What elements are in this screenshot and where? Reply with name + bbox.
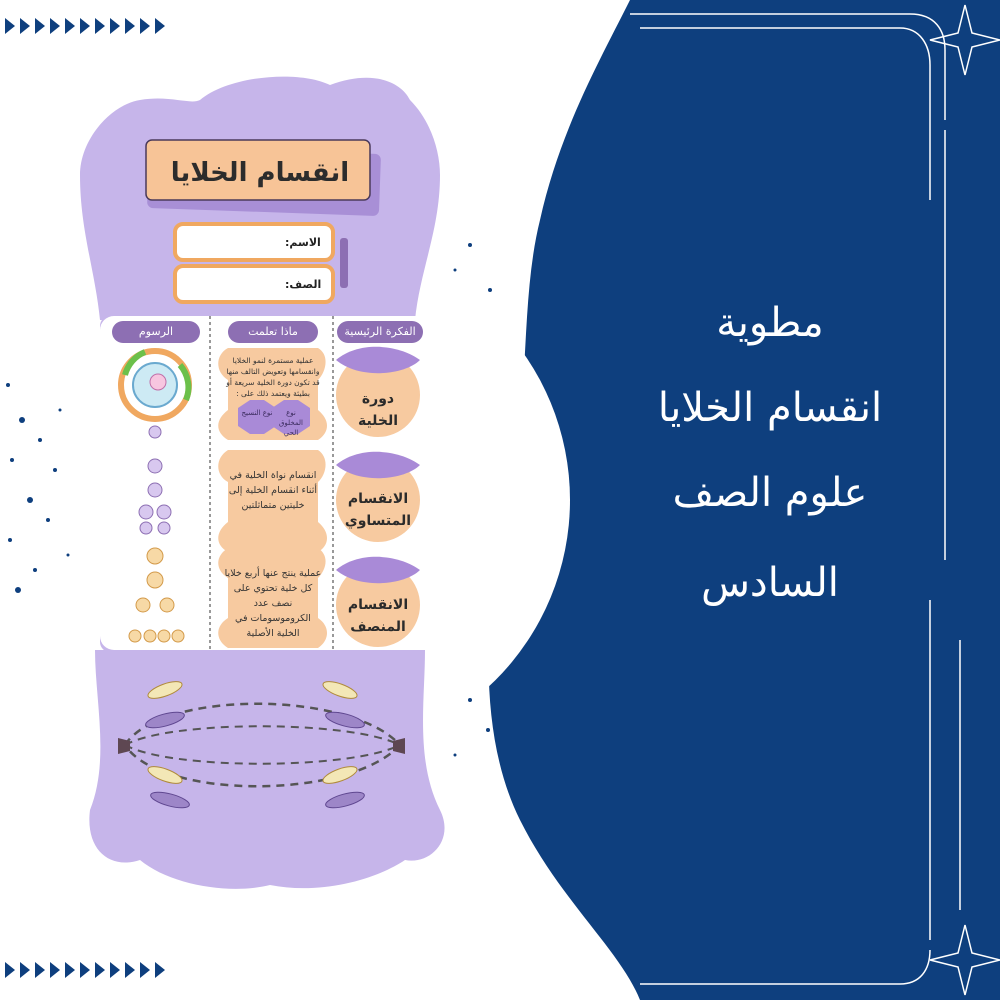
idea-circle-2 [336, 458, 420, 542]
idea-meiosis: الانقسام المنصف [347, 597, 409, 635]
column-head-learned: ماذا تعلمت [228, 321, 318, 343]
hex-text-right: نوع المخلوق الحي [278, 409, 303, 437]
spindle-drawing [118, 681, 405, 809]
name-field-label: الاسم: [285, 236, 321, 249]
triangle-strip-top [5, 18, 165, 34]
mitosis-drawing [138, 425, 172, 535]
cell-cycle-drawing [118, 348, 192, 422]
title-banner [145, 139, 371, 201]
dot-scatter-left [6, 383, 70, 593]
idea-mitosis: الانقسام المتساوي [344, 491, 412, 529]
navy-panel [488, 0, 1000, 1000]
learned-cell-2 [218, 450, 327, 552]
column-head-drawings: الرسوم [112, 321, 200, 343]
learned-cell-3 [218, 548, 327, 648]
cover-line-3: علوم الصف [672, 470, 868, 516]
cover-line-4: السادس [701, 560, 839, 606]
learned-text-3: عملية ينتج عنها أربع خلايا كل خلية تحتوي… [224, 568, 322, 639]
hex-text-left: نوع النسيج [241, 409, 273, 417]
star-ornament-bottom [929, 924, 1000, 996]
idea-circle-1 [336, 353, 420, 437]
triangle-strip-bottom [5, 962, 165, 978]
field-bar [340, 238, 348, 288]
class-field-box [173, 264, 335, 304]
frame-lines [630, 13, 961, 985]
learned-text-1: عملية مستمرة لنمو الخلايا وانقسامها وتعو… [226, 356, 320, 398]
cover-line-2: انقسام الخلايا [657, 385, 883, 431]
cover-line-1: مطوية [716, 300, 824, 346]
learned-text-2: انقسام نواة الخلية في أثناء انقسام الخلي… [228, 470, 318, 511]
idea-cell-cycle: دورة الخلية [357, 391, 399, 429]
foldable-bottom-lobe [89, 650, 445, 889]
meiosis-drawing [128, 547, 185, 643]
idea-circle-3 [336, 563, 420, 647]
name-field-box [173, 222, 335, 262]
foldable-title: انقسام الخلايا [170, 158, 350, 188]
hex-right [272, 400, 310, 434]
hex-left [238, 400, 276, 434]
class-field-label: الصف: [285, 278, 322, 291]
star-ornament-top [929, 4, 1000, 76]
column-head-main-idea: الفكرة الرئيسية [337, 321, 423, 343]
dot-scatter-right [453, 243, 492, 757]
